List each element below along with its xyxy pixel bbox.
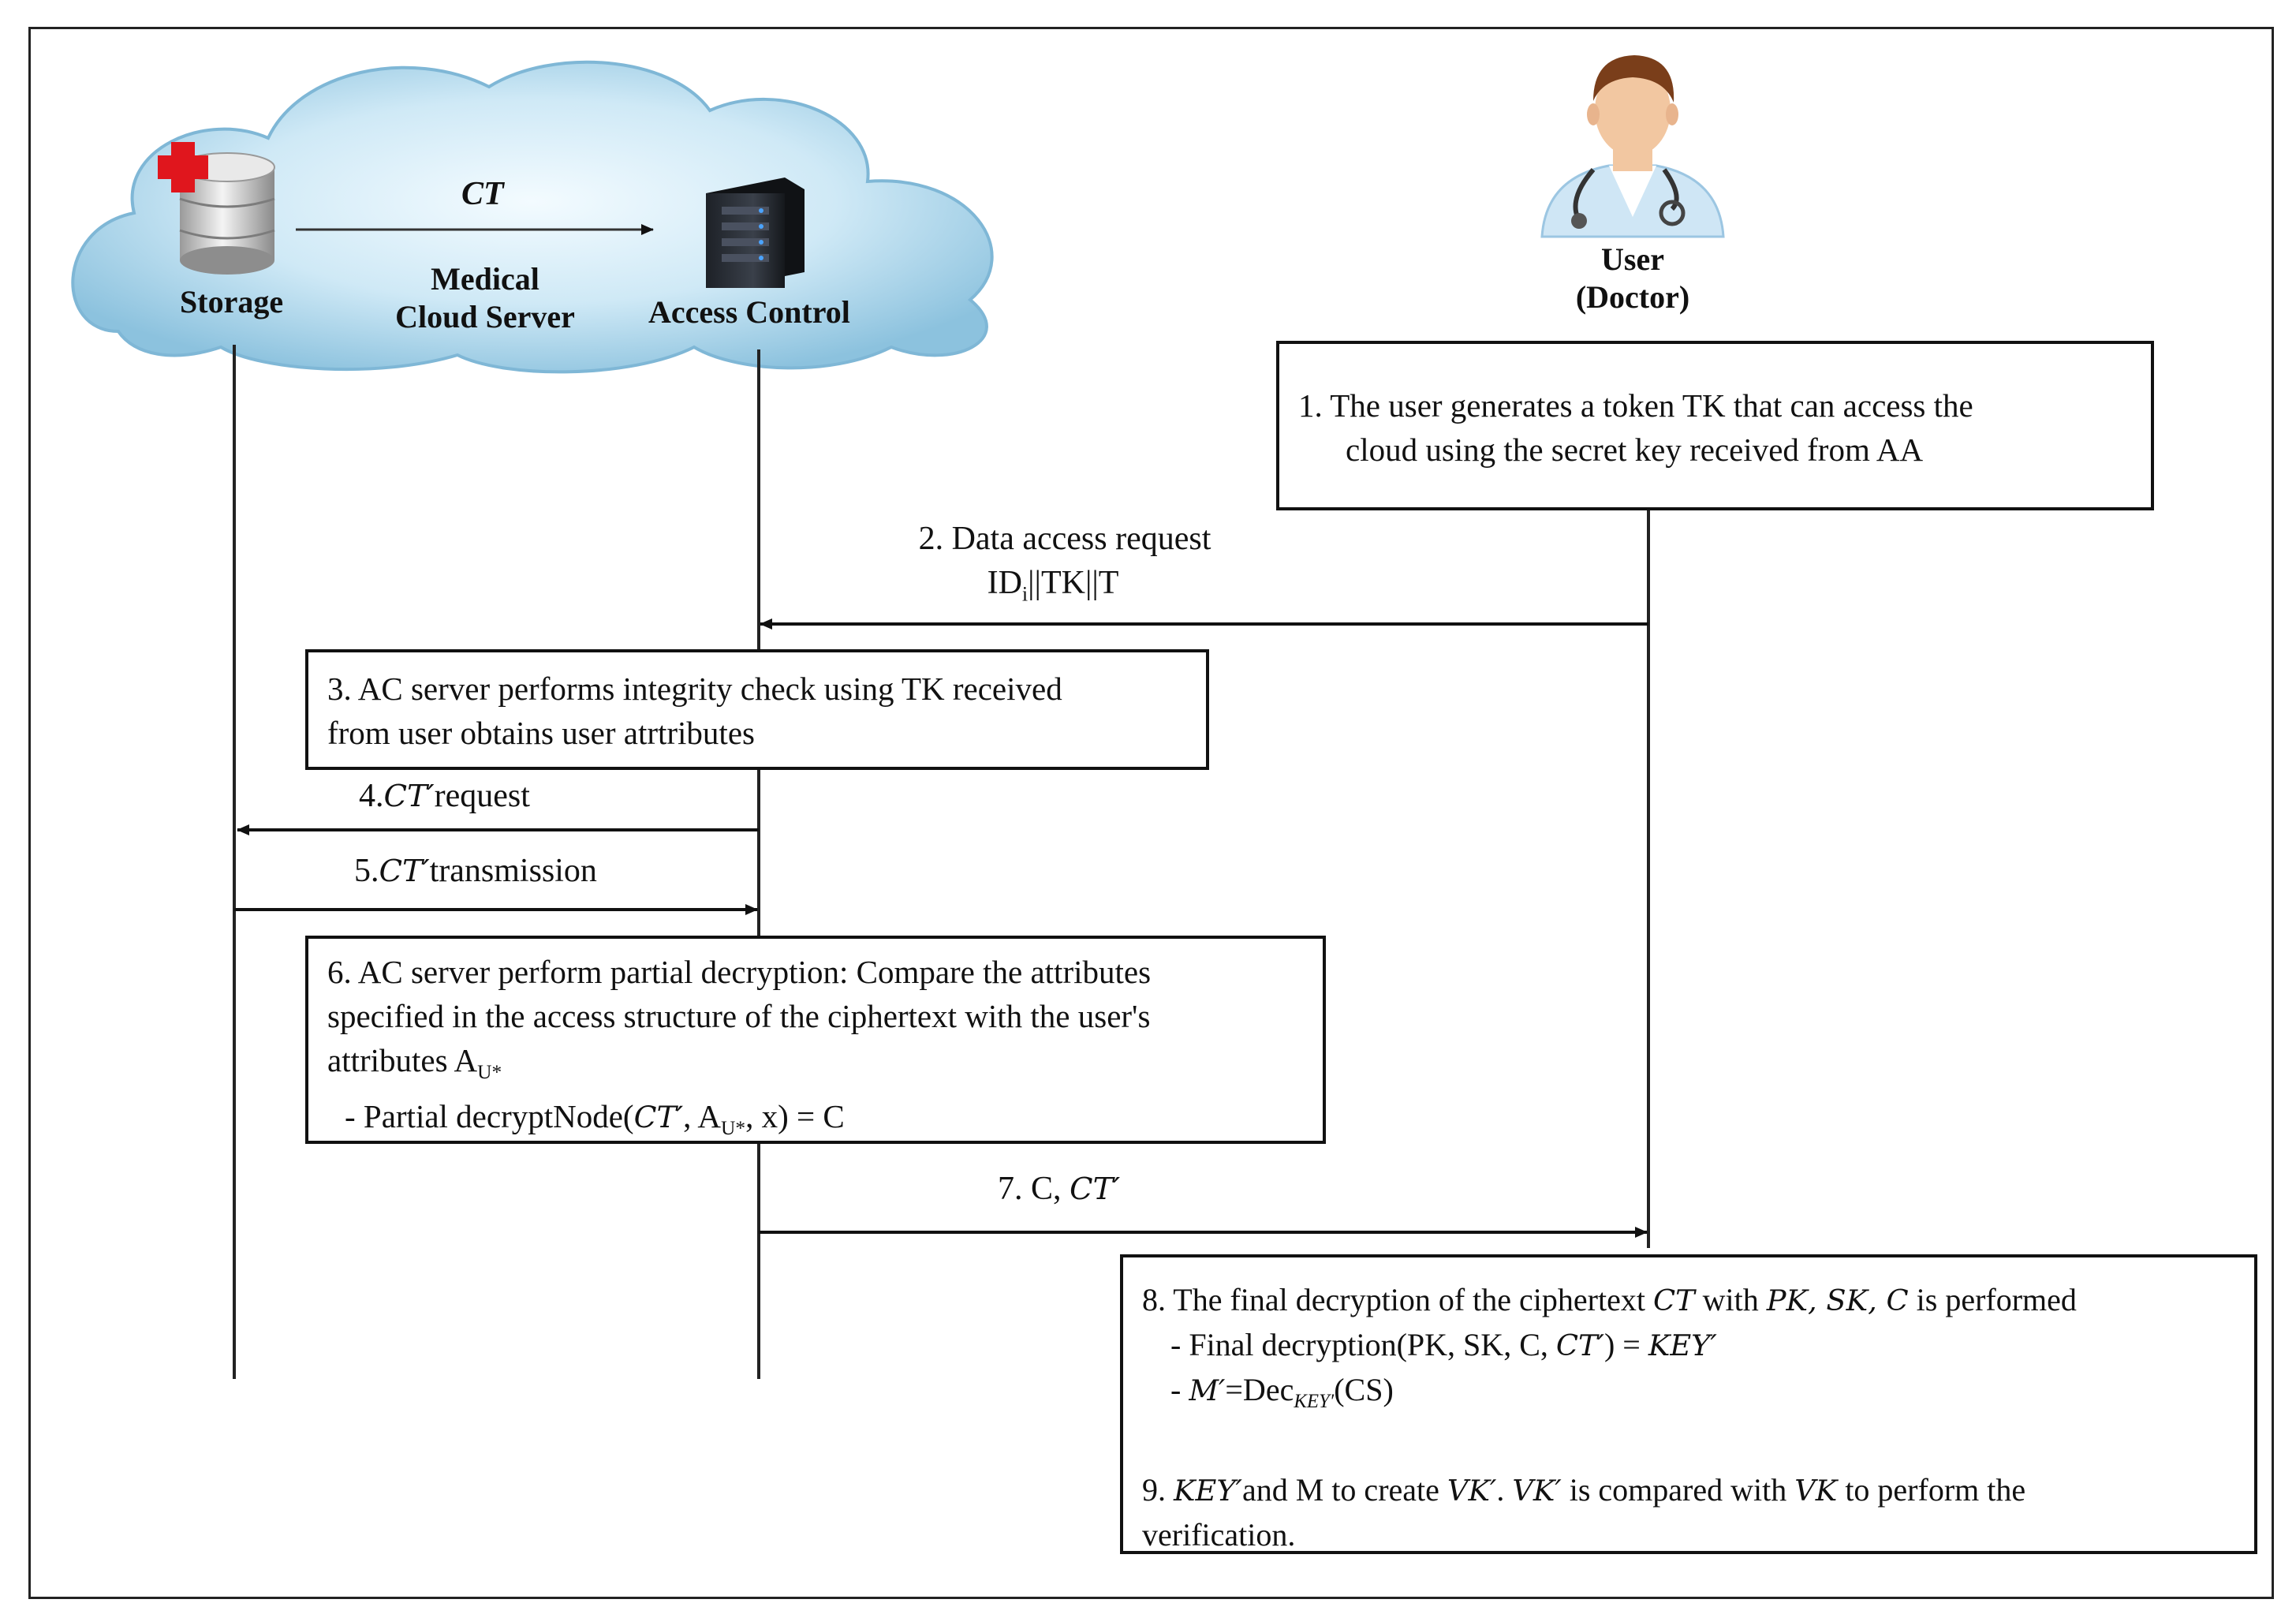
step7-var: CT′	[1070, 1171, 1121, 1207]
step6-line4-a: - Partial decryptNode(	[345, 1098, 634, 1135]
step9-prefix: 9.	[1142, 1472, 1174, 1508]
step8-line2-var2: KEY′	[1648, 1328, 1717, 1362]
ct-label: CT	[461, 176, 504, 212]
step6-line4-sub: U*	[721, 1117, 746, 1140]
step8-line3-sub: KEY′	[1294, 1391, 1335, 1412]
step9-var4: VK	[1794, 1474, 1838, 1508]
step1-line1: 1. The user generates a token TK that ca…	[1298, 387, 1973, 424]
step9-b: .	[1496, 1472, 1513, 1508]
step8-line1-b: with	[1694, 1282, 1767, 1317]
step9-a: and M to create	[1242, 1472, 1447, 1508]
step4-var: CT′	[383, 779, 435, 814]
red-cross-icon	[158, 142, 208, 192]
step6-line3: attributes AU*	[327, 1038, 1296, 1094]
step6-line4-b: , A	[683, 1098, 722, 1135]
step2-line1: 2. Data access request	[918, 521, 1211, 557]
doctor-icon	[1540, 55, 1725, 238]
step6-line4-c: , x) = C	[745, 1098, 845, 1135]
step9-var2: VK′	[1447, 1474, 1497, 1508]
step8-line3-a: =Dec	[1225, 1372, 1294, 1407]
server-label-line1: Medical	[431, 261, 539, 297]
step8-line3: - M′=DecKEY′(CS)	[1170, 1372, 1394, 1412]
step4-num: 4.	[359, 778, 384, 814]
step2-rest: ||TK||T	[1028, 565, 1119, 601]
step6-line3-text: attributes A	[327, 1042, 478, 1078]
step8-line1-c: is performed	[1908, 1282, 2077, 1317]
step8-line1-v2: PK, SK, C	[1766, 1284, 1909, 1317]
step6-line2: specified in the access structure of the…	[327, 998, 1151, 1034]
step6-line4: - Partial decryptNode(CT′, AU*, x) = C	[327, 1094, 1296, 1150]
step9-d: to perform the	[1837, 1472, 2026, 1508]
user-label-line2: (Doctor)	[1575, 279, 1690, 315]
step5-var: CT′	[379, 854, 430, 889]
diagram-frame	[28, 27, 2274, 1599]
step9-spacer	[1142, 1424, 2235, 1468]
step6-box: 6. AC server perform partial decryption:…	[305, 936, 1326, 1144]
step2-line2: IDi||TK||T	[805, 561, 1301, 616]
step8-line2-b: ) =	[1603, 1327, 1648, 1362]
user-label: User (Doctor)	[1554, 241, 1712, 316]
step9-c: is compared with	[1561, 1472, 1795, 1508]
step8-line2-a: - Final decryption(PK, SK, C,	[1170, 1327, 1556, 1362]
step8-9-box: 8. The final decryption of the ciphertex…	[1120, 1254, 2257, 1554]
step8-line3-var: M′	[1189, 1373, 1226, 1407]
step6-line3-sub: U*	[477, 1061, 502, 1084]
step6-line1: 6. AC server perform partial decryption:…	[327, 954, 1152, 990]
step4-text: request	[434, 778, 530, 814]
step5-text: transmission	[429, 853, 597, 889]
step8-line1-v1: CT	[1652, 1284, 1695, 1317]
step3-line1: 3. AC server performs integrity check us…	[327, 671, 1062, 707]
step4-label: 4.CT′request	[359, 777, 530, 815]
step5-num: 5.	[354, 853, 379, 889]
step8-line2: - Final decryption(PK, SK, C, CT′) = KEY…	[1142, 1323, 2235, 1368]
step3-line2: from user obtains user atrtributes	[327, 715, 755, 751]
step9-var3: VK′	[1512, 1474, 1562, 1508]
medical-cloud-server-label: Medical Cloud Server	[379, 260, 592, 336]
server-label-line2: Cloud Server	[395, 299, 575, 334]
step8-line1: 8. The final decryption of the ciphertex…	[1142, 1278, 2235, 1323]
step2-id: ID	[987, 565, 1022, 601]
step3-box: 3. AC server performs integrity check us…	[305, 649, 1209, 770]
storage-label: Storage	[180, 284, 284, 319]
step8-line2-var: CT′	[1555, 1328, 1604, 1362]
server-icon	[706, 177, 805, 288]
cloud-shape	[71, 60, 994, 374]
step1-line2: cloud using the secret key received from…	[1346, 432, 1924, 468]
access-control-label: Access Control	[648, 294, 850, 330]
user-label-line1: User	[1601, 241, 1664, 277]
step2-id-sub: i	[1021, 582, 1029, 606]
step7-num: 7. C,	[998, 1171, 1070, 1207]
step2-label: 2. Data access request IDi||TK||T	[828, 517, 1301, 616]
step8-line3-b: (CS)	[1334, 1372, 1394, 1407]
step9-line2: verification.	[1142, 1517, 1296, 1553]
step9-var1: KEY′	[1174, 1474, 1242, 1508]
step6-line4-var: CT′	[633, 1100, 684, 1135]
step1-box: 1. The user generates a token TK that ca…	[1276, 341, 2154, 510]
step9-line1: 9. KEY′and M to create VK′. VK′ is compa…	[1142, 1468, 2235, 1513]
step8-line1-a: 8. The final decryption of the ciphertex…	[1142, 1282, 1653, 1317]
step7-label: 7. C, CT′	[998, 1170, 1120, 1208]
step5-label: 5.CT′transmission	[354, 852, 597, 890]
